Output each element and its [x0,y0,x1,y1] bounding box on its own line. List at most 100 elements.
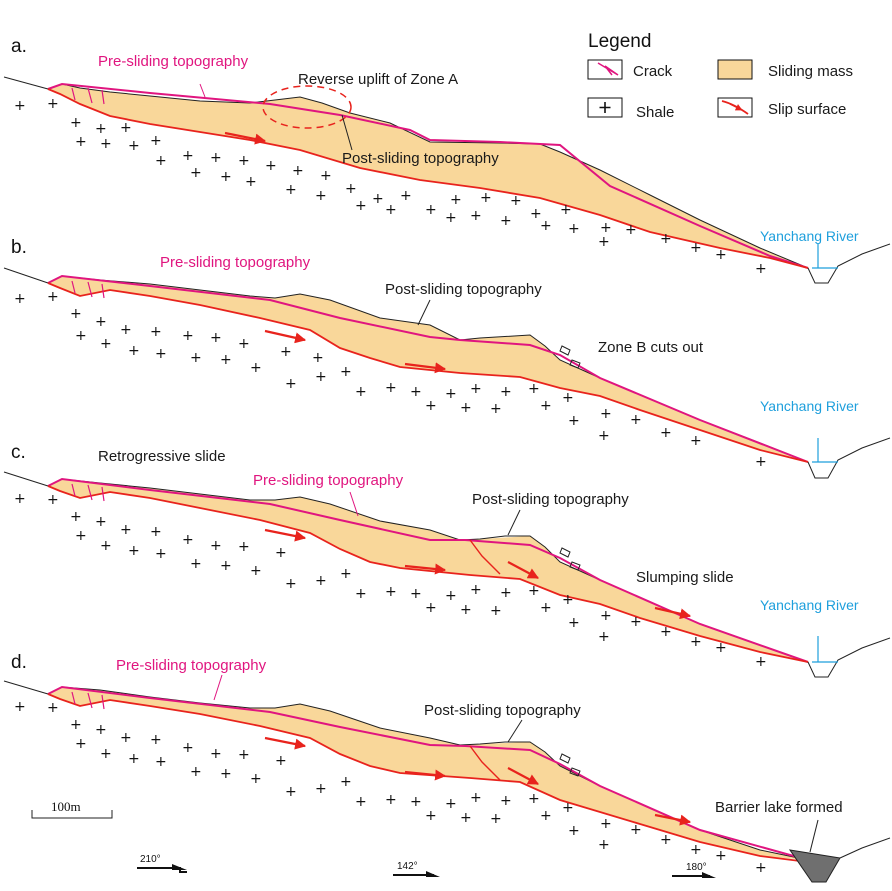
svg-text:+: + [490,603,502,619]
svg-text:+: + [190,350,202,366]
svg-text:+: + [155,346,167,362]
leader-line [417,299,431,326]
svg-text:+: + [70,115,82,131]
svg-text:+: + [355,198,367,214]
svg-text:+: + [95,314,107,330]
svg-text:+: + [285,376,297,392]
leader-line [213,674,223,701]
svg-text:+: + [755,654,767,670]
svg-text:+: + [315,369,327,385]
svg-text:+: + [238,747,250,763]
svg-text:+: + [315,573,327,589]
ground-line [3,471,49,487]
svg-text:+: + [715,247,727,263]
svg-text:+: + [755,261,767,277]
legend-shale-label: Shale [636,104,674,121]
svg-text:+: + [155,546,167,562]
secondary-slip-line [469,745,501,781]
post-sliding-label: Post-sliding topography [385,281,542,298]
svg-text:+: + [568,221,580,237]
river-marker [812,636,838,663]
svg-text:+: + [470,582,482,598]
svg-text:+: + [355,794,367,810]
svg-text:+: + [150,324,162,340]
svg-text:+: + [568,413,580,429]
panel-d-label: d. [11,652,27,673]
svg-text:+: + [120,322,132,338]
svg-text:+: + [400,188,412,204]
svg-text:+: + [480,190,492,206]
svg-text:+: + [182,328,194,344]
svg-text:+: + [385,584,397,600]
svg-text:+: + [320,168,332,184]
svg-text:+: + [14,98,26,114]
svg-text:+: + [445,210,457,226]
panel-d: d. Barrier lake formed Pre-sliding topog… [3,652,891,883]
leader-line [341,114,353,151]
svg-text:+: + [210,538,222,554]
svg-text:+: + [47,492,59,508]
legend-sliding-mass-label: Sliding mass [768,63,853,80]
svg-text:+: + [660,231,672,247]
zone-b-label: Zone B cuts out [598,339,704,356]
movement-arrow [404,362,447,374]
svg-text:+: + [250,771,262,787]
post-sliding-line [47,478,809,663]
svg-text:+: + [14,491,26,507]
svg-text:+: + [250,563,262,579]
svg-text:+: + [510,193,522,209]
svg-text:+: + [250,360,262,376]
retrogressive-label: Retrogressive slide [98,448,226,465]
svg-text:+: + [660,624,672,640]
svg-text:+: + [690,433,702,449]
svg-text:+: + [445,386,457,402]
svg-text:+: + [14,699,26,715]
crack-icon [71,483,581,571]
movement-arrow [654,606,692,620]
svg-text:+: + [568,823,580,839]
svg-text:+: + [568,615,580,631]
svg-text:+: + [220,352,232,368]
svg-text:+: + [540,808,552,824]
svg-text:+: + [355,586,367,602]
post-sliding-label: Post-sliding topography [472,491,629,508]
legend-crack-icon [587,59,623,80]
svg-text:+: + [220,558,232,574]
svg-text:+: + [385,380,397,396]
legend-crack-label: Crack [633,63,673,80]
ground-line [3,76,49,90]
svg-text:+: + [630,412,642,428]
svg-text:+: + [528,583,540,599]
panel-a-label: a. [11,36,27,57]
svg-text:+: + [120,522,132,538]
svg-text:+: + [445,796,457,812]
svg-text:+: + [500,793,512,809]
sliding-mass [48,84,808,268]
pre-sliding-line [47,685,809,861]
pre-sliding-line [47,82,809,269]
svg-text:+: + [690,842,702,858]
svg-text:+: + [560,202,572,218]
svg-text:+: + [190,165,202,181]
svg-text:+: + [598,837,610,853]
svg-text:+: + [340,364,352,380]
barrier-lake-fill [788,849,841,883]
movement-arrow [507,767,539,785]
svg-text:+: + [445,588,457,604]
svg-text:+: + [155,754,167,770]
secondary-slip-line [469,539,501,575]
svg-text:+: + [660,425,672,441]
svg-text:+: + [182,532,194,548]
svg-text:+: + [100,336,112,352]
svg-text:+: + [410,384,422,400]
svg-text:+: + [70,509,82,525]
svg-text:+: + [220,169,232,185]
pre-sliding-label: Pre-sliding topography [116,657,267,674]
panel-a: a. Yanchang River Pre-sliding topography… [3,36,891,284]
svg-text:+: + [500,585,512,601]
barrier-lake-label: Barrier lake formed [715,799,843,816]
zone-a-label: Reverse uplift of Zone A [298,71,458,88]
svg-text:+: + [285,576,297,592]
crack-icon [71,87,105,105]
svg-text:+: + [150,524,162,540]
